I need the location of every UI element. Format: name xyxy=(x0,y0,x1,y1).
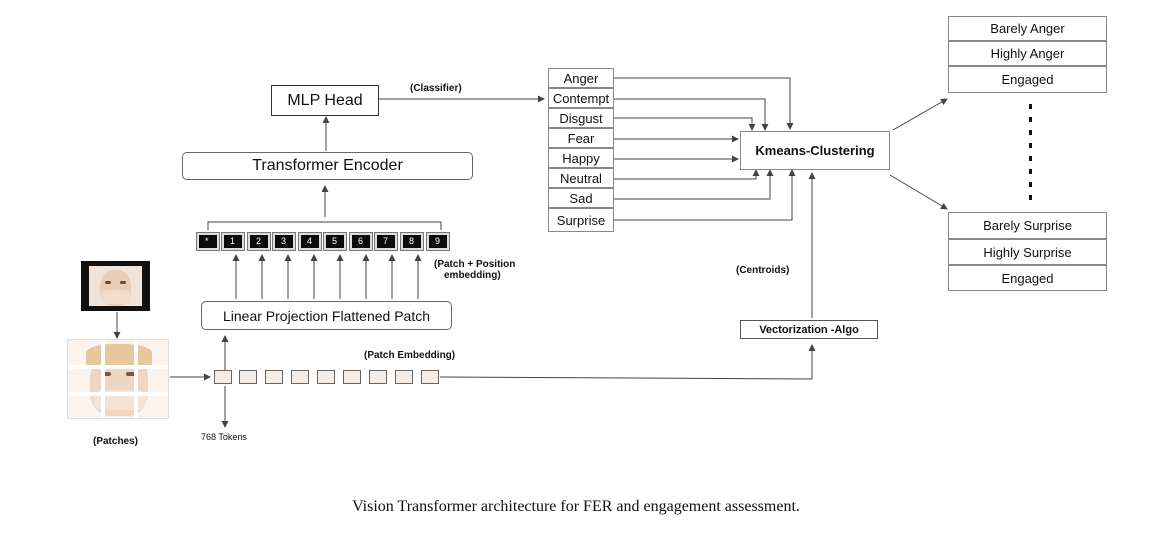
emotion-neutral: Neutral xyxy=(548,168,614,188)
tokens-label: 768 Tokens xyxy=(201,432,247,442)
arrow-kmeans-to-bottom-outputs xyxy=(889,174,948,210)
output-engaged-bottom: Engaged xyxy=(948,265,1107,291)
ellipsis-dot xyxy=(1029,169,1032,174)
token-bracket xyxy=(207,221,442,230)
vectorization-box: Vectorization -Algo xyxy=(740,320,878,339)
face-image xyxy=(81,261,150,311)
ellipsis-dot xyxy=(1029,182,1032,187)
token-4: 4 xyxy=(299,233,321,250)
patches-label: (Patches) xyxy=(93,436,139,447)
emotion-contempt: Contempt xyxy=(548,88,614,108)
output-highly-surprise: Highly Surprise xyxy=(948,239,1107,265)
token-7: 7 xyxy=(375,233,397,250)
linear-projection-box: Linear Projection Flattened Patch xyxy=(201,301,452,330)
patch-tile xyxy=(291,370,309,384)
ellipsis-dot xyxy=(1029,143,1032,148)
centroids-label: (Centroids) xyxy=(736,265,790,276)
ellipsis-dot xyxy=(1029,117,1032,122)
ellipsis-dot xyxy=(1029,104,1032,109)
token-2: 2 xyxy=(248,233,270,250)
transformer-encoder-box: Transformer Encoder xyxy=(182,152,473,180)
patch-tile xyxy=(265,370,283,384)
token-5: 5 xyxy=(324,233,346,250)
token-6: 6 xyxy=(350,233,372,250)
token-9: 9 xyxy=(427,233,449,250)
output-engaged-top: Engaged xyxy=(948,66,1107,93)
kmeans-clustering-box: Kmeans-Clustering xyxy=(740,131,890,170)
emotion-anger: Anger xyxy=(548,68,614,88)
token-1: 1 xyxy=(222,233,244,250)
classifier-label: (Classifier) xyxy=(410,83,462,94)
token-8: 8 xyxy=(401,233,423,250)
patch-position-label-line1: (Patch + Position xyxy=(434,259,516,270)
output-barely-surprise: Barely Surprise xyxy=(948,212,1107,239)
emotion-surprise: Surprise xyxy=(548,208,614,232)
ellipsis-dot xyxy=(1029,130,1032,135)
emotion-fear: Fear xyxy=(548,128,614,148)
token-cls: * xyxy=(197,233,219,250)
arrow-kmeans-to-top-outputs xyxy=(892,98,948,131)
ellipsis-dot xyxy=(1029,156,1032,161)
patch-position-label-line2: embedding) xyxy=(444,270,501,281)
patches-image xyxy=(67,339,169,419)
patch-tile xyxy=(343,370,361,384)
patch-embedding-label: (Patch Embedding) xyxy=(364,350,456,361)
patch-tile xyxy=(395,370,413,384)
emotion-sad: Sad xyxy=(548,188,614,208)
mlp-head-box: MLP Head xyxy=(271,85,379,116)
patch-tile xyxy=(214,370,232,384)
patch-tile xyxy=(317,370,335,384)
emotion-disgust: Disgust xyxy=(548,108,614,128)
output-highly-anger: Highly Anger xyxy=(948,41,1107,66)
token-3: 3 xyxy=(273,233,295,250)
ellipsis-dot xyxy=(1029,195,1032,200)
patch-tile xyxy=(369,370,387,384)
patch-tile xyxy=(421,370,439,384)
figure-caption: Vision Transformer architecture for FER … xyxy=(352,498,800,515)
arrow-tiles-to-vectorization xyxy=(439,344,816,380)
patch-tile xyxy=(239,370,257,384)
output-barely-anger: Barely Anger xyxy=(948,16,1107,41)
emotion-happy: Happy xyxy=(548,148,614,168)
